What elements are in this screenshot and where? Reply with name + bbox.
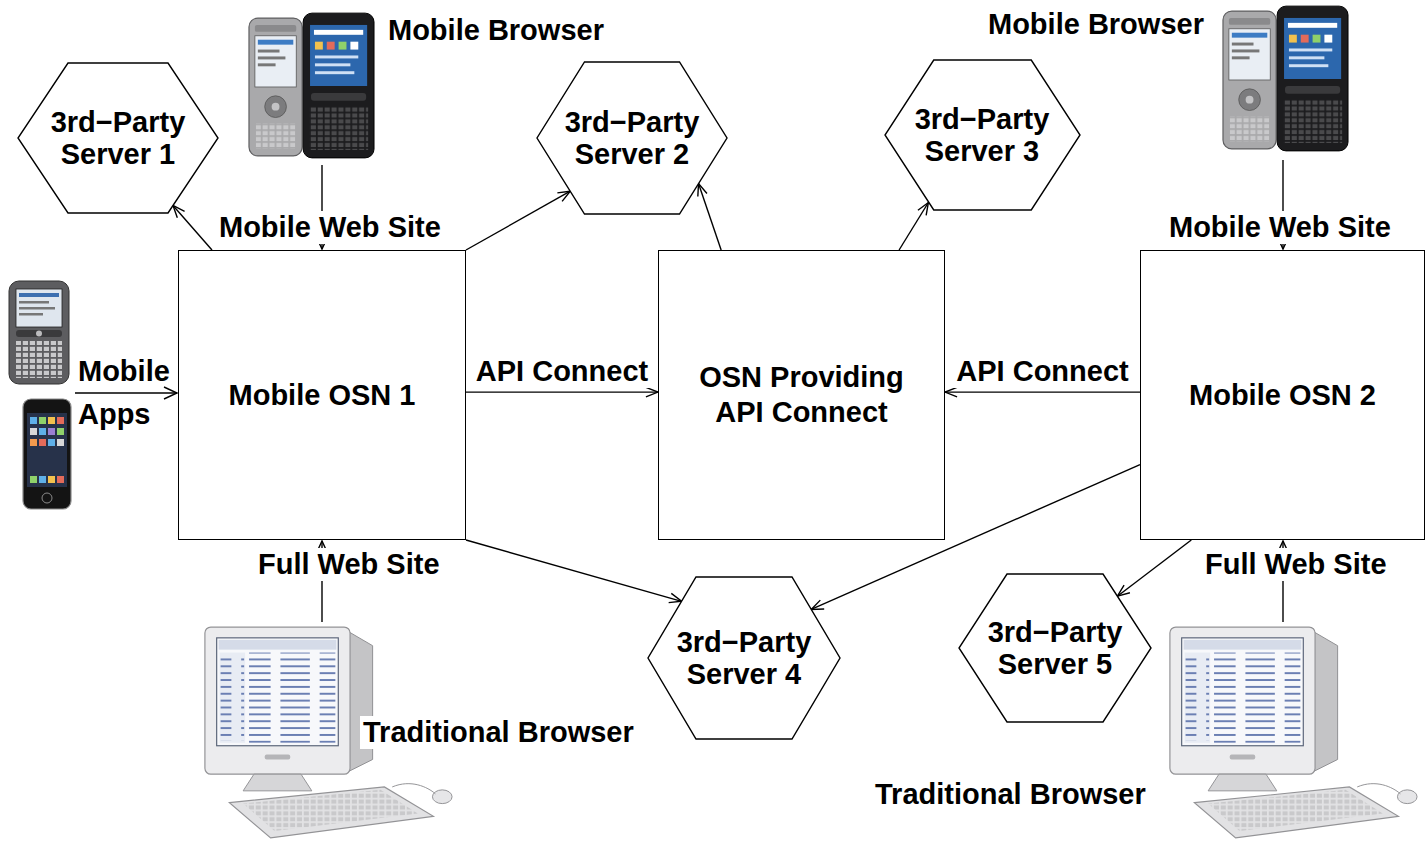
connector-line	[466, 391, 658, 392]
annotation-label: Full Web Site	[255, 548, 443, 581]
node-label: 3rd−Party Server 5	[988, 616, 1123, 681]
mobile-phones	[249, 13, 374, 158]
hexagon-shape	[959, 574, 1151, 722]
arrow-head	[811, 600, 824, 609]
connector-line	[173, 206, 212, 251]
annotation-label: Mobile Web Site	[216, 211, 444, 244]
node-text-group: 3rd−Party Server 1	[51, 106, 186, 171]
connector-line	[899, 203, 928, 251]
annotation-label: Mobile Apps	[78, 350, 170, 437]
hexagon-shape	[648, 577, 840, 739]
osn-box: Mobile OSN 2	[1140, 250, 1425, 540]
annotation-label: Full Web Site	[1202, 548, 1390, 581]
access-arrows	[75, 160, 1289, 622]
annotation-label: Traditional Browser	[360, 716, 637, 749]
arrow-head	[698, 184, 707, 197]
arrow-head	[173, 206, 185, 218]
node-text-group: OSN Providing API Connect	[678, 360, 925, 430]
arrow-head	[1117, 585, 1130, 596]
hexagon-shape	[885, 60, 1080, 210]
connector-arrow	[945, 387, 1140, 397]
annotation-label: Traditional Browser	[872, 778, 1149, 811]
node-text-group: 3rd−Party Server 3	[915, 103, 1050, 168]
arrow-head	[164, 387, 177, 399]
desktop-computer	[1170, 627, 1417, 838]
connector-arrow	[1117, 540, 1191, 596]
node-label: 3rd−Party Server 3	[915, 103, 1050, 168]
connector-arrow	[466, 387, 658, 397]
connector-arrow	[698, 184, 721, 250]
smartphone	[9, 281, 69, 384]
smartphone	[23, 399, 71, 509]
arrow-head	[646, 387, 658, 397]
node-label: Mobile OSN 2	[1189, 378, 1376, 413]
node-label: 3rd−Party Server 1	[51, 106, 186, 171]
arrow-head	[918, 203, 928, 216]
node-label: OSN Providing API Connect	[678, 360, 925, 430]
arrow-head	[669, 593, 682, 602]
hexagon-shape	[18, 63, 218, 213]
connector-arrow	[466, 540, 682, 603]
connector-line	[945, 391, 1140, 392]
access-arrow	[75, 392, 177, 393]
server-hexagon: 3rd−Party Server 1	[18, 63, 218, 213]
connector-line	[466, 540, 682, 601]
edge-label: API Connect	[473, 355, 651, 388]
node-text-group: 3rd−Party Server 4	[677, 626, 812, 691]
connector-arrow	[466, 191, 570, 250]
node-label: Mobile OSN 1	[229, 378, 416, 413]
server-hexagon: 3rd−Party Server 5	[959, 574, 1151, 722]
hexagon-shape	[537, 62, 727, 214]
node-label: 3rd−Party Server 2	[565, 106, 700, 171]
server-hexagon: 3rd−Party Server 4	[648, 577, 840, 739]
arrow-head	[945, 387, 957, 397]
annotation-label: Mobile Browser	[985, 8, 1207, 41]
mobile-phones	[1223, 6, 1348, 151]
node-label: 3rd−Party Server 4	[677, 626, 812, 691]
connector-line	[699, 184, 722, 250]
node-text-group: 3rd−Party Server 5	[988, 616, 1123, 681]
annotation-label: Mobile Browser	[385, 14, 607, 47]
osn-box: OSN Providing API Connect	[658, 250, 945, 540]
annotation-label: Mobile Web Site	[1166, 211, 1394, 244]
server-hexagon: 3rd−Party Server 3	[885, 60, 1080, 210]
node-text-group: Mobile OSN 2	[1189, 378, 1376, 413]
server-hexagon: 3rd−Party Server 2	[537, 62, 727, 214]
edge-label: API Connect	[953, 355, 1131, 388]
node-text-group: Mobile OSN 1	[229, 378, 416, 413]
arrow-head	[557, 191, 570, 201]
node-text-group: 3rd−Party Server 2	[565, 106, 700, 171]
connector-line	[466, 191, 570, 250]
connector-arrow	[899, 203, 928, 251]
osn-box: Mobile OSN 1	[178, 250, 466, 540]
connector-arrow	[173, 206, 212, 251]
connector-line	[1117, 540, 1191, 596]
